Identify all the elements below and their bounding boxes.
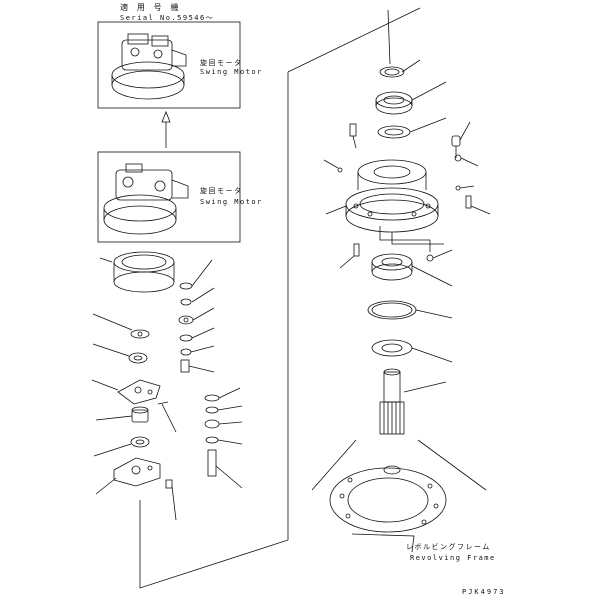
revolving-frame-jp-label: レボルビングフレーム bbox=[406, 543, 491, 551]
inset-swing-motor-old bbox=[97, 151, 241, 243]
bearing-large bbox=[371, 253, 453, 287]
inset-swing-motor-new bbox=[97, 21, 241, 109]
bearing-top bbox=[375, 81, 447, 115]
drawing-code: PJK4973 bbox=[462, 588, 506, 596]
bearing-second bbox=[377, 117, 447, 139]
revolving-frame-plate bbox=[311, 439, 487, 553]
swing-machinery-case bbox=[325, 159, 444, 252]
swing-motor-old-en-label: Swing Motor bbox=[200, 198, 263, 206]
grease-fittings bbox=[339, 243, 453, 269]
revolving-frame-en-label: Revolving Frame bbox=[410, 554, 496, 562]
upgrade-arrow bbox=[161, 110, 171, 148]
swing-motor-old-jp-label: 旋回モータ bbox=[200, 187, 243, 195]
oil-seal-ring bbox=[367, 300, 453, 320]
plugs-and-fittings bbox=[323, 121, 491, 215]
swing-motor-new-jp-label: 旋回モータ bbox=[200, 59, 243, 67]
planet-gear-set-1 bbox=[92, 313, 150, 364]
pinion-shaft bbox=[379, 368, 447, 435]
carrier-2 bbox=[95, 457, 177, 521]
small-parts-column bbox=[157, 259, 243, 489]
applicable-model-label: 適 用 号 機 bbox=[120, 3, 181, 12]
serial-number-label: Serial No.59546～ bbox=[120, 14, 215, 22]
cover bbox=[371, 339, 453, 363]
swing-motor-new-en-label: Swing Motor bbox=[200, 68, 263, 76]
carrier-1 bbox=[91, 379, 161, 405]
ring-gear bbox=[99, 251, 175, 293]
assembly-guide-line bbox=[139, 7, 421, 589]
planet-gear-set-2 bbox=[93, 406, 150, 457]
seal-top bbox=[379, 9, 421, 78]
